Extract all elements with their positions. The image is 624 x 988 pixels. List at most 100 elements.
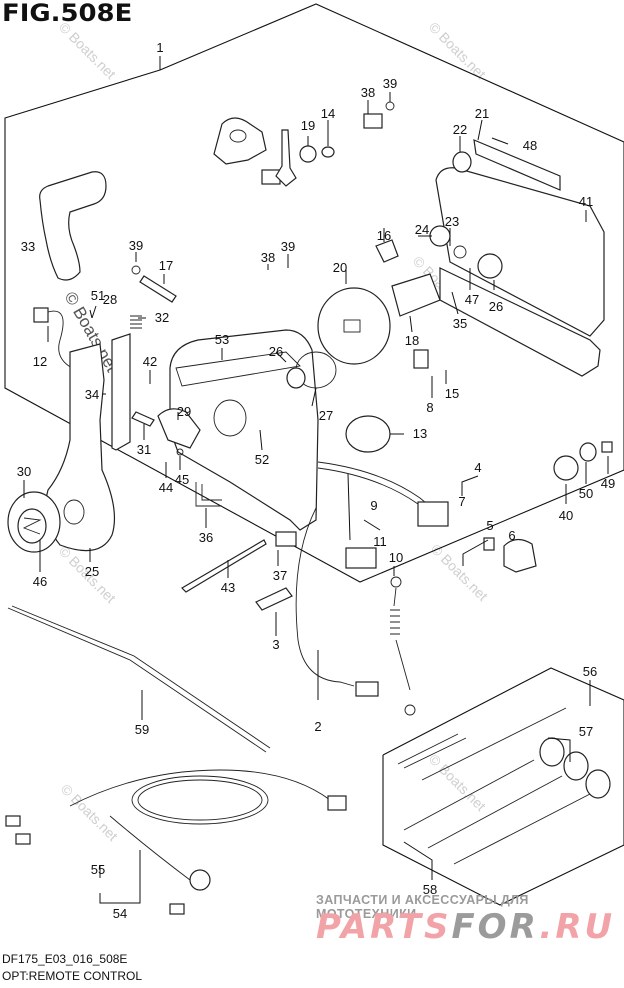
callout-3: 3 [272, 637, 279, 652]
suzuki-emblem-icon [22, 517, 42, 535]
callout-45: 45 [175, 472, 189, 487]
part-54-round-connector [189, 869, 211, 891]
figure-title: FIG.508E [2, 0, 133, 27]
callout-39c: 39 [383, 76, 397, 91]
callout-42: 42 [143, 354, 157, 369]
part-54-harness-loop [131, 775, 269, 825]
watermark-text: © Boats.net [56, 19, 119, 82]
part-11-stop-switch [345, 547, 377, 569]
part-26-seal-right [477, 253, 503, 279]
callout-29: 29 [177, 404, 191, 419]
callout-28: 28 [103, 292, 117, 307]
callout-labels: 1 2 3 4 5 6 7 8 9 10 11 12 13 14 15 16 1… [17, 40, 615, 921]
callout-22: 22 [453, 122, 467, 137]
part-58-bolt [453, 793, 591, 865]
part-58-bolt [403, 759, 535, 831]
callout-38a: 38 [261, 250, 275, 265]
part-57-spacer [539, 737, 565, 767]
part-7-key-switch [417, 501, 449, 527]
part-19-bushing [299, 145, 317, 163]
callout-31: 31 [137, 442, 151, 457]
callout-21: 21 [475, 106, 489, 121]
callout-58: 58 [423, 882, 437, 897]
part-2-wire [295, 507, 355, 687]
callout-38b: 38 [361, 85, 375, 100]
promo-brand-part2: FOR [451, 907, 540, 947]
part-58-bolt [427, 775, 563, 849]
callout-10: 10 [389, 550, 403, 565]
part-54-connector [169, 903, 185, 915]
part-8-switch [413, 349, 429, 369]
part-25-boss [63, 499, 85, 525]
part-54-harness-loop [137, 779, 263, 821]
callout-53: 53 [215, 332, 229, 347]
part-17-pin [139, 275, 177, 303]
callout-33: 33 [21, 239, 35, 254]
callout-6: 6 [508, 528, 515, 543]
part-14-washer [321, 146, 335, 158]
callout-59: 59 [135, 722, 149, 737]
callout-35: 35 [453, 316, 467, 331]
callout-12: 12 [33, 354, 47, 369]
assembly-frame-1 [4, 3, 624, 583]
part-50-washer [579, 442, 597, 462]
callout-1: 1 [156, 40, 163, 55]
part-16-shaft [375, 239, 399, 263]
figure-code: DF175_E03_016_508E [2, 952, 128, 966]
part-20-gear-plate [317, 287, 391, 365]
callout-46: 46 [33, 574, 47, 589]
part-56-tie-strap [397, 733, 467, 769]
callout-15: 15 [445, 386, 459, 401]
part-53-label-panel [175, 351, 301, 387]
part-46-emblem [17, 508, 47, 544]
callout-11: 11 [373, 534, 387, 549]
part-49-nut [601, 441, 613, 453]
callout-51: 51 [91, 288, 105, 303]
part-52-housing [169, 329, 319, 531]
callout-39a: 39 [129, 238, 143, 253]
part-cover-lower [439, 267, 601, 377]
part-54-harness [69, 769, 341, 809]
callout-36: 36 [199, 530, 213, 545]
part-18-plate [391, 273, 441, 317]
watermark-text: © Boats.net [428, 541, 491, 604]
part-54-connector [327, 795, 347, 811]
callout-39b: 39 [281, 239, 295, 254]
callout-8: 8 [426, 400, 433, 415]
callout-40: 40 [559, 508, 573, 523]
part-12-connector [33, 307, 49, 323]
part-28-slider-plate [111, 333, 131, 451]
callout-23: 23 [445, 214, 459, 229]
callout-43: 43 [221, 580, 235, 595]
part-cover-right [435, 167, 605, 337]
part-harness-wires [317, 461, 433, 509]
callout-20: 20 [333, 260, 347, 275]
part-20-square-hole [343, 319, 361, 333]
promo-brand-logo: PARTSFOR.RU [316, 907, 615, 947]
part-13-buzzer [345, 415, 391, 453]
figure-name: OPT:REMOTE CONTROL [2, 969, 143, 983]
watermark-text: © Boats.net [426, 751, 489, 814]
callout-30: 30 [17, 464, 31, 479]
callout-52: 52 [255, 452, 269, 467]
part-10-lanyard-ring [404, 704, 416, 716]
callout-24: 24 [415, 222, 429, 237]
callout-13: 13 [413, 426, 427, 441]
callout-18: 18 [405, 333, 419, 348]
part-37-spacer [275, 531, 297, 547]
part-23-ring [453, 245, 467, 259]
callout-54: 54 [113, 906, 127, 921]
callout-2: 2 [314, 719, 321, 734]
part-5-key [483, 537, 495, 551]
part-43-bolt [181, 539, 267, 593]
part-38-block [363, 113, 383, 129]
callout-44: 44 [159, 480, 173, 495]
part-56-tie-strap [421, 707, 567, 781]
part-57-spacer [563, 751, 589, 781]
callout-7: 7 [458, 494, 465, 509]
callout-26b: 26 [489, 299, 503, 314]
part-34-lever-arm [45, 343, 116, 552]
part-2-connector [355, 681, 379, 697]
callout-25: 25 [85, 564, 99, 579]
